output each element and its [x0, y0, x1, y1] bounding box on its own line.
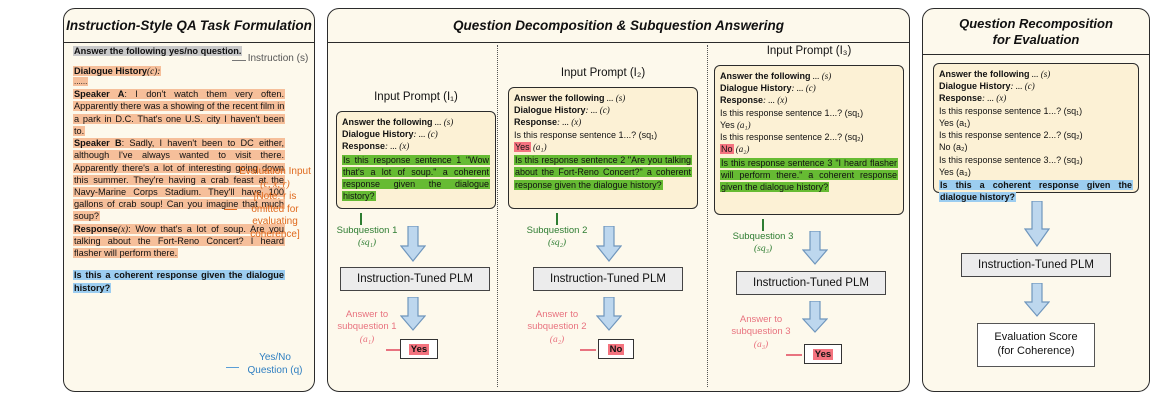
- answer-2-label: Answer to subquestion 2 (a₂): [527, 309, 587, 345]
- arrow-down-2b: [596, 297, 622, 331]
- speaker-a-line: Speaker A: I don't watch them very often…: [73, 88, 286, 137]
- annotation-instruction: Instruction (s): [247, 53, 309, 64]
- sq1-tick: [360, 213, 362, 225]
- annotation-evaluation-input: Evaluation Input (c, x, r) [Note: r is o…: [239, 166, 311, 240]
- arrow-down-3a: [802, 231, 828, 265]
- prompt2-line-x: Response: ... (x): [514, 117, 582, 128]
- answer-3-connector: [786, 354, 802, 356]
- prompt2-subquestion: Is this response sentence 2 "Are you tal…: [514, 155, 692, 190]
- plm-box-2: Instruction-Tuned PLM: [533, 267, 683, 291]
- arrow-down-2a: [596, 226, 622, 262]
- response-label: Response: [74, 223, 118, 234]
- prompt3-line-x: Response: ... (x): [720, 95, 788, 106]
- speaker-a-label: Speaker A: [74, 89, 125, 100]
- recomp-q3: Is this response sentence 3...? (sq₃): [939, 154, 1083, 165]
- column-divider-2: [707, 45, 708, 387]
- plm-box-1: Instruction-Tuned PLM: [340, 267, 490, 291]
- answer-3-label: Answer to subquestion 3 (a₃): [731, 314, 791, 350]
- coherence-question-text: Is this a coherent response given the di…: [73, 270, 285, 293]
- sq3-tick: [762, 219, 764, 231]
- recomp-q1: Is this response sentence 1...? (sq₁): [939, 105, 1083, 116]
- arrow-down-3b: [802, 301, 828, 333]
- prompt3-subquestion: Is this response sentence 3 "I heard fla…: [720, 157, 898, 193]
- column-divider-1: [497, 45, 498, 387]
- response-var: (x): [117, 223, 129, 234]
- prompt3-line-s: Answer the following ... (s): [720, 71, 832, 81]
- instruction-connector: [232, 60, 246, 61]
- answer-1-connector: [386, 349, 400, 351]
- instruction-text: Answer the following yes/no question.: [73, 46, 243, 56]
- subquestion-3-label: Subquestion 3 (sq₃): [732, 231, 794, 255]
- prompt2-prev-q1: Is this response sentence 1...? (sq₁): [514, 129, 658, 140]
- panel-question-recomposition: Question Recomposition for Evaluation An…: [922, 8, 1150, 392]
- prompt3-prev-a1: Yes (a₁): [720, 119, 751, 130]
- recomp-line-x: Response: ... (x): [939, 93, 1007, 104]
- prompt1-subquestion: Is this response sentence 1 "Wow that's …: [342, 154, 490, 202]
- dialogue-ellipsis: ......: [73, 77, 89, 87]
- prompt3-line-c: Dialogue History: ... (c): [720, 83, 816, 94]
- recomp-final-question: Is this a coherent response given the di…: [939, 180, 1133, 203]
- prompt1-line-x: Response: ... (x): [342, 141, 410, 152]
- panel-mid-title: Question Decomposition & Subquestion Ans…: [328, 9, 909, 43]
- annotation-yesno-question: Yes/No Question (q): [247, 352, 303, 376]
- speaker-b-text: : Sadly, I haven't been to DC either, al…: [74, 138, 285, 222]
- recomp-a3: Yes (a₃): [939, 166, 971, 177]
- arrow-down-1b: [400, 297, 426, 331]
- evaluation-score-box: Evaluation Score (for Coherence): [977, 323, 1095, 367]
- arrow-down-1a: [400, 226, 426, 262]
- subquestion-1-label: Subquestion 1 (sq₁): [336, 225, 398, 249]
- answer-2-connector: [580, 349, 596, 351]
- prompt3-prev-q1: Is this response sentence 1...? (sq₁): [720, 107, 864, 118]
- recomposed-prompt-box: Answer the following ... (s) Dialogue Hi…: [933, 63, 1139, 203]
- eval-input-connector: [224, 209, 237, 210]
- speaker-a-text: : I don't watch them very often. Apparen…: [74, 89, 285, 136]
- prompt-box-3: Answer the following ... (s) Dialogue Hi…: [714, 65, 904, 215]
- left-panel-body: Answer the following yes/no question. Di…: [73, 45, 286, 294]
- prompt2-line-s: Answer the following ... (s): [514, 93, 626, 103]
- yesno-question-line: Is this a coherent response given the di…: [73, 269, 285, 293]
- arrow-down-right-a: [1024, 201, 1050, 247]
- recomp-line-c: Dialogue History: ... (c): [939, 81, 1035, 92]
- recomp-a1: Yes (a₁): [939, 117, 971, 128]
- prompt-label-2: Input Prompt (I₂): [560, 67, 646, 79]
- prompt-box-1: Answer the following ... (s) Dialogue Hi…: [336, 111, 496, 209]
- speaker-b-line: Speaker B: Sadly, I haven't been to DC e…: [73, 137, 286, 223]
- answer-box-2: No: [598, 339, 634, 359]
- instruction-line: Answer the following yes/no question.: [73, 45, 285, 57]
- prompt3-prev-q2: Is this response sentence 2...? (sq₂): [720, 132, 864, 143]
- panel-left-title: Instruction-Style QA Task Formulation: [64, 9, 314, 43]
- plm-box-final: Instruction-Tuned PLM: [961, 253, 1111, 277]
- panel-question-decomposition: Question Decomposition & Subquestion Ans…: [327, 8, 910, 392]
- prompt1-line-s: Answer the following ... (s): [342, 117, 454, 127]
- plm-box-3: Instruction-Tuned PLM: [736, 271, 886, 295]
- answer-box-1: Yes: [400, 339, 438, 359]
- recomp-line-s: Answer the following ... (s): [939, 69, 1051, 79]
- yesno-connector: [226, 367, 239, 368]
- recomp-q2: Is this response sentence 2...? (sq₂): [939, 130, 1083, 141]
- recomp-a2: No (a₂): [939, 142, 968, 153]
- subquestion-2-label: Subquestion 2 (sq₂): [526, 225, 588, 249]
- response-line: Response(x): Wow that's a lot of soup. A…: [73, 223, 285, 260]
- speaker-b-label: Speaker B: [74, 138, 122, 149]
- panel-instruction-style-qa: Instruction-Style QA Task Formulation An…: [63, 8, 315, 392]
- prompt1-line-c: Dialogue History: ... (c): [342, 129, 438, 140]
- dialogue-history-label: Dialogue History: [74, 66, 148, 77]
- prompt2-prev-a1: Yes (a₁): [514, 141, 547, 152]
- panel-right-title: Question Recomposition for Evaluation: [923, 9, 1149, 55]
- dialogue-history-header: Dialogue History(c):: [73, 65, 285, 77]
- prompt2-line-c: Dialogue History: ... (c): [514, 105, 610, 116]
- dialogue-history-var: (c):: [147, 66, 161, 77]
- sq2-tick: [556, 213, 558, 225]
- arrow-down-right-b: [1024, 283, 1050, 317]
- answer-1-label: Answer to subquestion 1 (a₁): [337, 309, 397, 345]
- prompt-label-3: Input Prompt (I₃): [766, 45, 852, 57]
- prompt-label-1: Input Prompt (I₁): [374, 91, 458, 103]
- prompt-box-2: Answer the following ... (s) Dialogue Hi…: [508, 87, 698, 209]
- answer-box-3: Yes: [804, 344, 842, 364]
- response-text: : Wow that's a lot of soup. Are you talk…: [74, 223, 284, 259]
- prompt3-prev-a2: No (a₂): [720, 144, 750, 155]
